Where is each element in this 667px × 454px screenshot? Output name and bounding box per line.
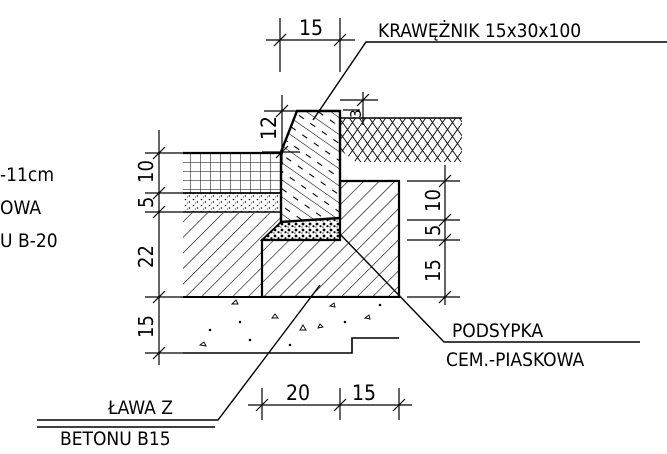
curb-stone bbox=[279, 109, 342, 224]
paving-layer bbox=[183, 151, 283, 194]
label-left-line1: -11cm bbox=[0, 164, 54, 186]
lean-concrete-foundation bbox=[183, 296, 399, 354]
dimension-right-chain bbox=[407, 165, 460, 305]
dimension-gap bbox=[340, 92, 378, 125]
sand-layer bbox=[183, 194, 281, 213]
dimension-gap-label: 3 bbox=[347, 109, 365, 118]
dimension-bottom-20-label: 20 bbox=[286, 381, 310, 405]
dimension-bottom-15-label: 15 bbox=[352, 381, 376, 405]
dimension-left-22-label: 22 bbox=[134, 245, 158, 268]
aggregate-marks bbox=[198, 299, 382, 347]
dimension-top-15-label: 15 bbox=[299, 16, 323, 40]
dimension-curb-reveal-label: 12 bbox=[257, 116, 281, 140]
concrete-base-left bbox=[183, 213, 281, 297]
label-curb: KRAWĘŻNIK 15x30x100 bbox=[378, 19, 581, 42]
label-bench-line1: ŁAWA Z bbox=[107, 397, 173, 419]
dimension-curb-reveal bbox=[262, 95, 300, 165]
label-bedding-line1: PODSYPKA bbox=[452, 320, 543, 342]
label-bench-line2: BETONU B15 bbox=[60, 428, 171, 450]
dimension-left-chain bbox=[145, 130, 183, 365]
dimension-bottom-chain bbox=[248, 388, 412, 420]
soil-surface bbox=[340, 117, 462, 162]
dimension-right-15-label: 15 bbox=[421, 259, 445, 282]
dimension-right-5-label: 5 bbox=[421, 225, 445, 236]
label-left-line2: OWA bbox=[0, 197, 41, 219]
dimension-right-10-label: 10 bbox=[421, 189, 445, 212]
dimension-top-15 bbox=[266, 18, 355, 72]
label-bedding-line2: CEM.-PIASKOWA bbox=[446, 349, 584, 371]
label-left-line3: U B-20 bbox=[0, 230, 58, 252]
dimension-left-15-label: 15 bbox=[134, 315, 158, 338]
dimension-left-10-label: 10 bbox=[134, 160, 158, 183]
dimension-left-5-label: 5 bbox=[134, 197, 158, 208]
leader-lines bbox=[37, 41, 667, 421]
